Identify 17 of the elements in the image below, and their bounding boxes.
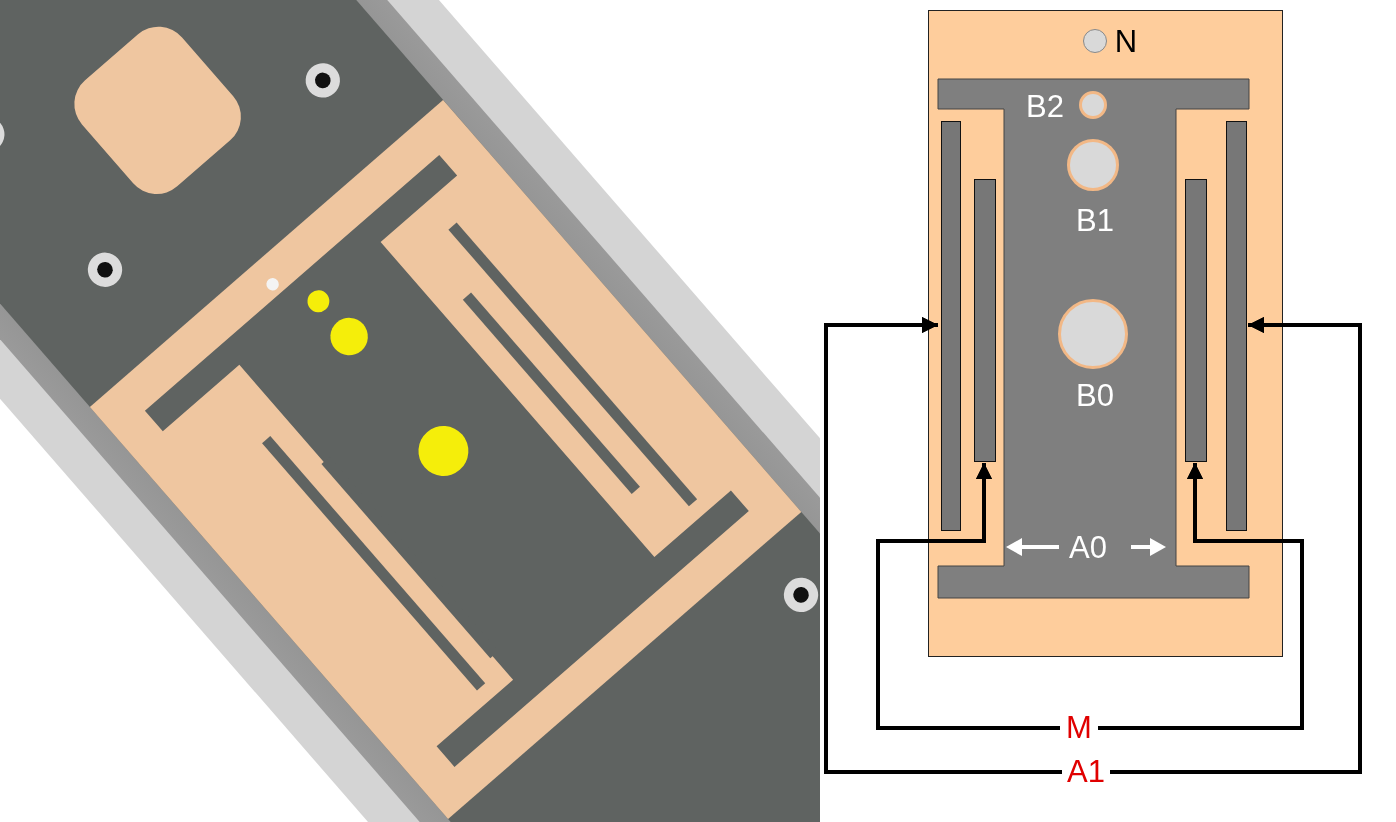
strip-electrode: [941, 121, 961, 531]
terminal-label: M: [1065, 709, 1093, 747]
electrode-label: B2: [1025, 88, 1065, 126]
strip-electrode: [1226, 121, 1247, 531]
arrow: [1110, 317, 1362, 774]
arrow: [1098, 463, 1304, 730]
strip-electrode: [974, 179, 996, 462]
arrow: [876, 463, 1060, 730]
electrode-label: A0: [1068, 529, 1108, 567]
terminal-label: A1: [1066, 753, 1106, 791]
electrode-label: B1: [1075, 202, 1115, 240]
electrode-label: N: [1113, 23, 1139, 61]
electrode-label: B0: [1075, 377, 1115, 415]
sensor-pad: [928, 10, 1283, 657]
round-electrode: [1083, 29, 1107, 53]
strip-electrode: [1185, 179, 1207, 462]
arrow: [824, 317, 1062, 774]
